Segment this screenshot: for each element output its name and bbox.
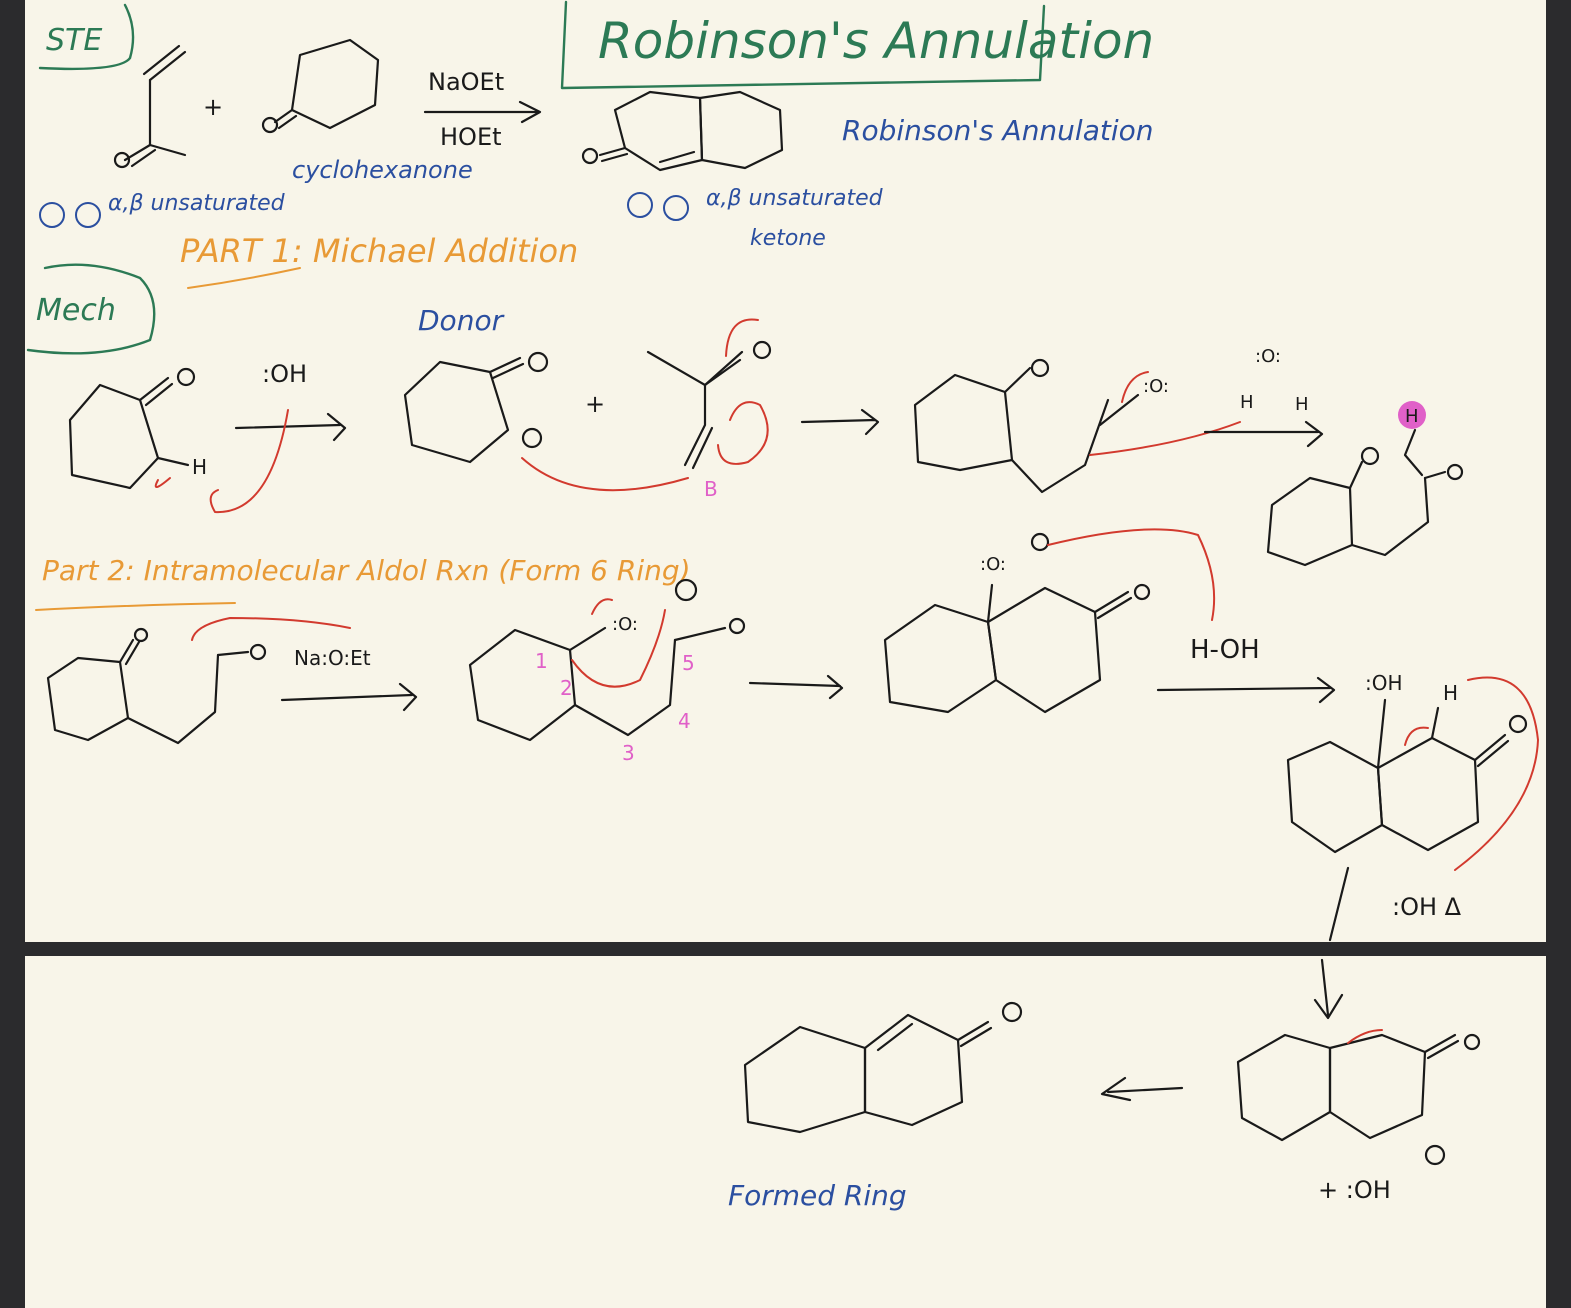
- part1-heading: PART 1: Michael Addition: [180, 232, 578, 270]
- cyclohexanone-label: cyclohexanone: [292, 156, 473, 184]
- donor-label: Donor: [418, 304, 505, 337]
- part2-heading: Part 2: Intramolecular Aldol Rxn (Form 6…: [42, 554, 691, 587]
- ab-unsat-left-group: α,β unsaturated: [39, 191, 286, 228]
- svg-text:H: H: [1405, 406, 1419, 427]
- hydroxide-delta: :OH Δ: [1392, 893, 1462, 921]
- svg-text:3: 3: [622, 741, 635, 765]
- mech-label: Mech: [36, 293, 116, 328]
- svg-text::O:: :O:: [612, 614, 638, 635]
- svg-text:5: 5: [682, 651, 695, 675]
- ste-label: STE: [46, 23, 102, 58]
- hydroxide-label: :OH: [262, 360, 307, 388]
- reagent-naoet: NaOEt: [428, 68, 504, 96]
- arrow-deprotonation: [234, 412, 347, 442]
- proton-highlight: [1398, 401, 1426, 429]
- reaction-arrow-main: [423, 100, 542, 124]
- arrow-final: [1100, 1076, 1184, 1102]
- ab-unsat-right: α,β unsaturated: [706, 186, 884, 211]
- svg-text::O:: :O:: [980, 554, 1006, 575]
- title-note: Robinson's Annulation: [842, 114, 1154, 147]
- paper-panel-bottom: [25, 956, 1546, 1308]
- svg-text:4: 4: [678, 709, 691, 733]
- svg-text:H: H: [1295, 394, 1309, 415]
- aldol-enolate-structure: [468, 578, 746, 742]
- cyclohexanone-structure: [261, 38, 380, 134]
- enolate-structure: [403, 351, 549, 464]
- svg-text:B: B: [704, 477, 718, 501]
- ketone-start-structure: [68, 367, 196, 490]
- ab-unsat-right-group: α,β unsaturated ketone: [627, 186, 884, 251]
- svg-text:2: 2: [560, 676, 573, 700]
- water-label: H-OH: [1190, 635, 1260, 665]
- title-box: Robinson's Annulation: [560, 0, 1154, 90]
- arrow-michael-product: [800, 408, 880, 436]
- ste-label-group: STE: [38, 3, 135, 71]
- title-text: Robinson's Annulation: [598, 12, 1154, 70]
- naoet-label: Na:O:Et: [294, 646, 371, 670]
- paper-panel-top: [25, 0, 1546, 942]
- product-enone-structure: [581, 90, 784, 172]
- svg-text:H: H: [192, 455, 207, 479]
- curved-arrow-oh: [209, 409, 289, 514]
- formed-ring-structure: [743, 1001, 1023, 1134]
- aldol-product-structure: [1286, 698, 1528, 854]
- svg-text::OH: :OH: [1365, 671, 1403, 695]
- protonated-adduct-structure: [1266, 428, 1464, 567]
- alkoxide-bicyclic-structure: [883, 532, 1151, 714]
- svg-text::O:: :O:: [1255, 346, 1281, 367]
- svg-text:H: H: [1443, 681, 1458, 705]
- svg-text:1: 1: [535, 649, 548, 673]
- ketone-label: ketone: [750, 226, 826, 251]
- reagent-hoet: HOEt: [440, 123, 502, 151]
- svg-text:H: H: [1240, 392, 1254, 413]
- svg-text::O:: :O:: [1143, 376, 1169, 397]
- ab-unsat-left: α,β unsaturated: [108, 191, 286, 216]
- dehydration-intermediate-structure: [1236, 1033, 1481, 1142]
- plus-sign: +: [203, 93, 223, 121]
- mvk-acceptor-structure: [646, 340, 772, 470]
- diketone-structure: [46, 627, 267, 745]
- mech-label-group: Mech: [26, 263, 156, 355]
- part1-underline: [187, 267, 301, 289]
- curved-arrow-michael: [521, 457, 689, 492]
- mvk-structure: [113, 44, 187, 169]
- enolate-adduct-structure: [913, 358, 1140, 494]
- hydroxide-product: + :OH: [1318, 1176, 1391, 1204]
- svg-text:+: +: [585, 390, 605, 418]
- formed-ring-label: Formed Ring: [728, 1179, 907, 1212]
